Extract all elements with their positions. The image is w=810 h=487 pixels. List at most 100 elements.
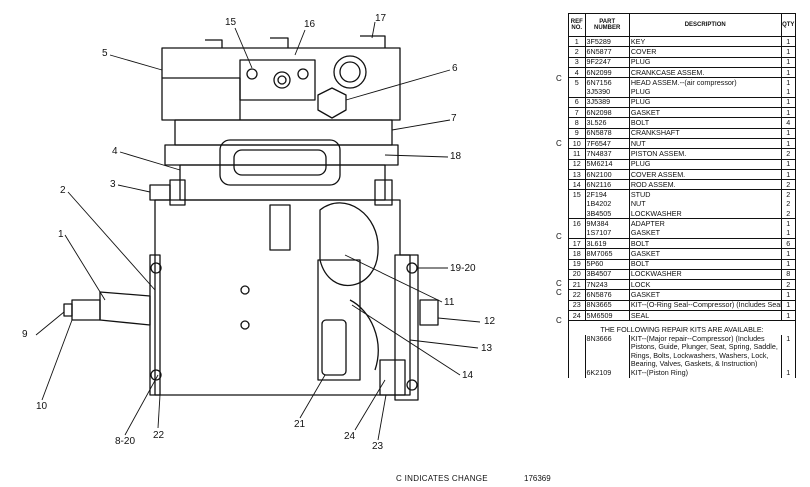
callout-12: 12 — [484, 316, 496, 327]
ref-number-cell: 13 — [568, 169, 586, 181]
change-marker: C — [556, 316, 562, 325]
description-cell: CRANKCASE ASSEM. — [628, 67, 782, 79]
qty-cell: 2 — [780, 179, 797, 191]
plug-12 — [419, 299, 439, 326]
part-number-cell: 3B4505 — [584, 209, 630, 220]
callout-10: 10 — [36, 401, 48, 412]
ref-number-cell: 24 — [568, 310, 586, 321]
description-cell: KIT--(Piston Ring) — [628, 368, 782, 378]
callout-5: 5 — [102, 48, 108, 59]
callout-6: 6 — [452, 63, 458, 74]
part-number-cell: 6N5876 — [584, 289, 630, 301]
ref-number-cell: 16 — [568, 218, 586, 229]
part-number-cell: 6N7156 — [584, 77, 630, 88]
qty-cell: 2 — [780, 189, 797, 200]
description-cell: NUT — [628, 138, 782, 150]
qty-cell: 6 — [780, 238, 797, 250]
qty-cell: 1 — [780, 97, 797, 109]
qty-cell: 1 — [780, 228, 797, 239]
callout-17: 17 — [375, 13, 387, 24]
plug-hex — [317, 87, 347, 119]
ref-number-cell: 8 — [568, 117, 586, 129]
qty-cell: 1 — [780, 259, 797, 270]
qty-cell: 1 — [780, 310, 797, 321]
qty-cell: 1 — [780, 36, 797, 48]
ref-number-cell: 5 — [568, 77, 586, 88]
ref-number-cell: 6 — [568, 97, 586, 109]
description-cell: BOLT — [628, 259, 782, 270]
change-marker: C — [556, 278, 562, 288]
ref-number-cell: 7 — [568, 107, 586, 119]
part-number-cell: 5M6214 — [584, 159, 630, 170]
crankcase — [149, 199, 419, 401]
cutaway-top — [319, 202, 379, 287]
callout-18: 18 — [450, 151, 462, 162]
change-legend: C INDICATES CHANGE — [396, 474, 488, 483]
ref-number-cell: 2 — [568, 46, 586, 58]
change-marker: C — [556, 288, 562, 298]
ref-number-cell: 23 — [568, 300, 586, 312]
ref-number-cell: 22 — [568, 289, 586, 301]
qty-cell: 1 — [780, 87, 797, 98]
part-number-cell: 6N2116 — [584, 179, 630, 191]
part-number-cell: 7N243 — [584, 279, 630, 291]
description-cell: COVER — [628, 46, 782, 58]
ref-number-cell: 21 — [568, 279, 586, 291]
cover-13 — [394, 254, 419, 401]
part-number-cell: 5M6509 — [584, 310, 630, 321]
kits-heading: THE FOLLOWING REPAIR KITS ARE AVAILABLE: — [568, 320, 796, 335]
ref-number-cell: 19 — [568, 259, 586, 270]
description-cell: SEAL — [628, 310, 782, 321]
part-number-cell: 3J5389 — [584, 97, 630, 109]
description-cell: LOCKWASHER — [628, 269, 782, 281]
callout-2: 2 — [60, 185, 66, 196]
qty-cell: 2 — [780, 199, 797, 210]
head-port — [333, 55, 367, 89]
qty-cell: 2 — [780, 148, 797, 160]
part-number-cell: 6N2100 — [584, 169, 630, 181]
qty-cell: 1 — [780, 368, 797, 378]
qty-cell: 1 — [780, 138, 797, 150]
part-number-cell: 3J5390 — [584, 87, 630, 98]
qty-cell: 1 — [780, 57, 797, 68]
qty-cell: 1 — [780, 169, 797, 181]
callout-22: 22 — [153, 430, 165, 441]
head-assembly — [161, 35, 401, 146]
header-description: DESCRIPTION — [628, 13, 782, 37]
part-number-cell: 7N4837 — [584, 148, 630, 160]
callout-13: 13 — [481, 343, 493, 354]
ref-number-cell — [568, 199, 586, 210]
ref-number-cell: 20 — [568, 269, 586, 281]
part-number-cell: 6N2099 — [584, 67, 630, 79]
ref-number-cell: 11 — [568, 148, 586, 160]
compressor-exploded-drawing — [35, 21, 481, 441]
description-cell: HEAD ASSEM.--(air compressor) — [628, 77, 782, 88]
description-cell: PLUG — [628, 159, 782, 170]
qty-cell: 1 — [780, 107, 797, 119]
header-part: PART NUMBER — [584, 13, 630, 37]
description-cell: COVER ASSEM. — [628, 169, 782, 181]
plug-3 — [149, 184, 171, 201]
callout-3: 3 — [110, 179, 116, 190]
part-number-cell: 1S7107 — [584, 228, 630, 239]
qty-cell: 1 — [780, 248, 797, 260]
qty-cell: 1 — [780, 300, 797, 312]
qty-cell: 2 — [780, 279, 797, 291]
